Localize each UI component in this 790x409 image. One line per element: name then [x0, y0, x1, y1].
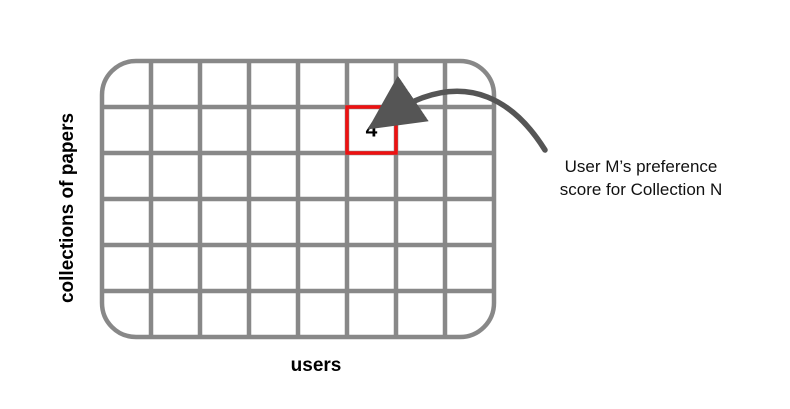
annotation-line-1: User M’s preference: [565, 157, 718, 176]
cell-score-value: 4: [366, 119, 378, 142]
annotation-arrow: [367, 75, 548, 153]
y-axis-label: collections of papers: [57, 113, 78, 303]
annotation-line-2: score for Collection N: [560, 180, 723, 199]
x-axis-label: users: [291, 355, 342, 376]
matrix-grid-lines: [102, 61, 494, 337]
ratings-matrix-grid: [99, 58, 497, 340]
